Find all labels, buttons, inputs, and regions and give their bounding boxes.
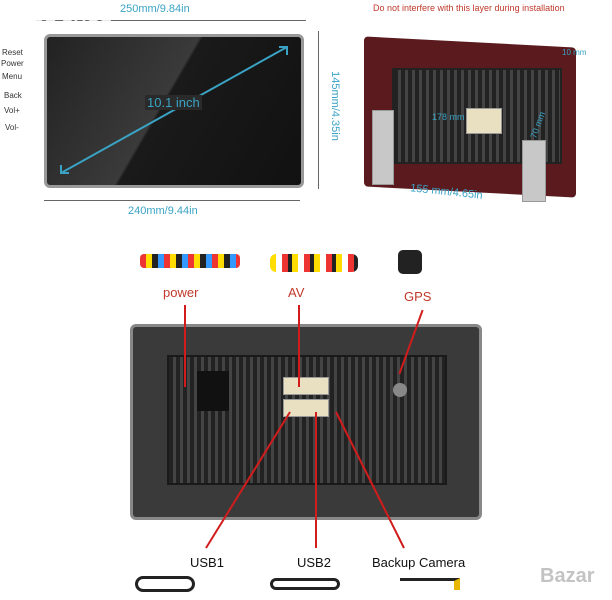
av-port bbox=[283, 377, 329, 395]
usb1-label: USB1 bbox=[190, 555, 224, 570]
power-port bbox=[197, 371, 229, 411]
power-label: power bbox=[163, 285, 199, 300]
power-harness-image bbox=[140, 254, 240, 268]
top-dimension-line bbox=[36, 20, 306, 21]
mounting-bracket-right bbox=[522, 140, 546, 202]
av-pointer bbox=[298, 305, 300, 387]
power-pointer bbox=[184, 305, 186, 387]
gps-antenna-image bbox=[398, 250, 422, 274]
diagonal-label: 10.1 inch bbox=[145, 95, 202, 110]
camera-cable-image bbox=[400, 578, 460, 590]
usb-port bbox=[283, 399, 329, 417]
button-label-menu: Menu bbox=[2, 72, 23, 81]
front-screen: 10.1 inch bbox=[44, 34, 304, 188]
button-label-voldown: Vol- bbox=[5, 123, 19, 132]
diagonal-arrow-icon bbox=[60, 46, 288, 174]
head-unit-back bbox=[130, 324, 482, 520]
top-width-label: 250mm/9.84in bbox=[120, 3, 190, 15]
button-label-back: Back bbox=[4, 91, 22, 100]
usb2-label: USB2 bbox=[297, 555, 331, 570]
thickness-label: 10 mm bbox=[562, 48, 587, 57]
watermark-text: TOP SHOP bbox=[20, 16, 113, 36]
gps-port bbox=[393, 383, 407, 397]
av-cable-image bbox=[270, 254, 358, 272]
backup-camera-label: Backup Camera bbox=[372, 555, 466, 570]
inner-width-label: 178 mm bbox=[432, 112, 465, 122]
warning-label: Do not interfere with this layer during … bbox=[373, 3, 565, 13]
button-label-power: Power bbox=[1, 59, 24, 68]
gps-label: GPS bbox=[404, 289, 432, 304]
av-label: AV bbox=[288, 285, 305, 300]
usb2-cable-image bbox=[270, 578, 340, 590]
usb1-cable-image bbox=[135, 576, 195, 592]
bottom-width-label: 240mm/9.44in bbox=[128, 205, 198, 217]
wire-connector bbox=[466, 108, 502, 134]
button-label-reset: Reset bbox=[2, 48, 23, 57]
bottom-dimension-line bbox=[44, 200, 300, 201]
button-label-volup: Vol+ bbox=[4, 106, 20, 115]
brand-watermark: Bazar bbox=[540, 565, 595, 587]
mounting-bracket-left bbox=[372, 110, 394, 185]
height-dimension-line bbox=[318, 31, 319, 189]
